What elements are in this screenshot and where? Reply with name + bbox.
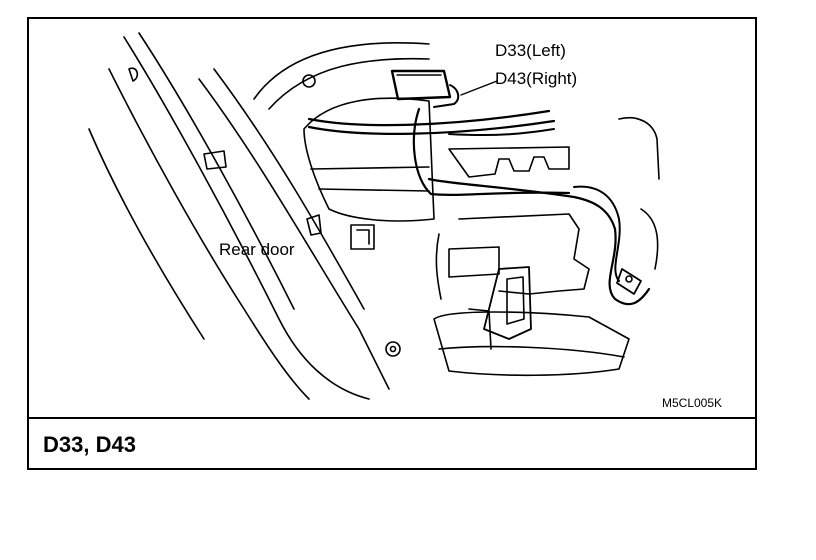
latch-module bbox=[483, 266, 532, 340]
connector-right-label: D43(Right) bbox=[495, 69, 578, 88]
latch-module bbox=[506, 276, 525, 325]
latch-connector bbox=[616, 268, 642, 295]
latch-tab bbox=[306, 214, 322, 236]
latch-rod bbox=[468, 308, 492, 350]
door-edge-curve bbox=[138, 32, 295, 310]
inner-panel bbox=[435, 233, 442, 300]
latch-tab bbox=[203, 150, 227, 170]
leader-line bbox=[460, 80, 498, 96]
fastener bbox=[385, 341, 401, 357]
inner-panel bbox=[458, 213, 590, 295]
panel-arc bbox=[268, 57, 430, 110]
panel-arc bbox=[253, 42, 430, 100]
latch-tab bbox=[128, 67, 139, 82]
bracket bbox=[356, 229, 370, 245]
wire-harness bbox=[448, 128, 555, 137]
lower-panel bbox=[433, 311, 630, 377]
diagram-frame: D33(Left) D43(Right) Rear door M5CL005K … bbox=[27, 17, 757, 470]
door-illustration bbox=[88, 32, 660, 400]
latch-connector-pin bbox=[625, 275, 633, 283]
inner-panel bbox=[448, 146, 570, 178]
door-edge-curve bbox=[108, 68, 310, 400]
figure-caption: D33, D43 bbox=[43, 432, 136, 457]
panel-opening-line bbox=[318, 188, 430, 192]
wire-harness bbox=[307, 119, 556, 135]
door-edge-curve bbox=[198, 78, 390, 390]
mount-hole bbox=[302, 74, 316, 88]
wire-harness bbox=[573, 185, 621, 282]
connector-tail bbox=[433, 84, 460, 108]
bracket bbox=[350, 224, 375, 250]
right-contour bbox=[640, 208, 659, 270]
lower-panel bbox=[438, 345, 625, 358]
caption-divider bbox=[29, 417, 755, 419]
door-edge-curve bbox=[213, 68, 365, 310]
connector-left-label: D33(Left) bbox=[495, 41, 566, 60]
door-edge-curve bbox=[123, 36, 370, 400]
door-edge-curve bbox=[88, 128, 205, 340]
connector-body bbox=[390, 69, 452, 101]
rear-door-label: Rear door bbox=[219, 240, 295, 259]
inner-panel bbox=[448, 246, 500, 278]
wire-harness bbox=[427, 177, 651, 306]
panel-opening-line bbox=[310, 166, 430, 170]
fastener bbox=[389, 345, 397, 353]
right-contour bbox=[618, 117, 660, 180]
panel-opening bbox=[303, 97, 435, 222]
wire-harness bbox=[307, 109, 551, 127]
figure-code: M5CL005K bbox=[662, 396, 723, 410]
wire-harness bbox=[412, 107, 571, 196]
